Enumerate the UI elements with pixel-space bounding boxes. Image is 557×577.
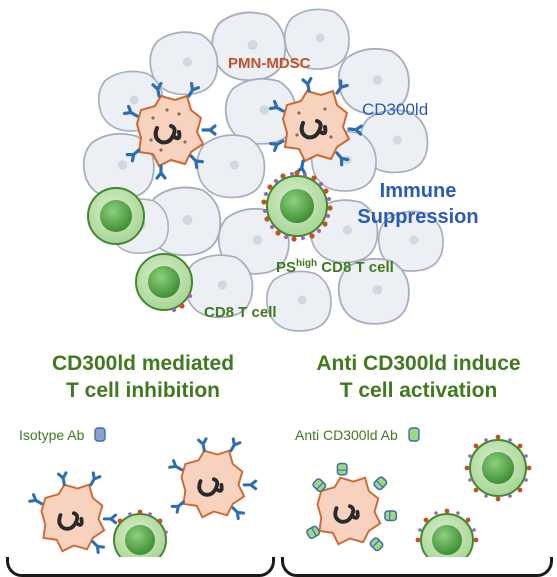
right-heading-line1: Anti CD300ld induce	[316, 352, 521, 375]
ps-prefix: PS	[276, 259, 297, 276]
isotype-ab-text: Isotype Ab	[19, 427, 85, 443]
left-panel-art	[28, 437, 258, 557]
pmn-mdsc-label: PMN-MDSC	[228, 55, 311, 72]
cd8-t-cell-label: CD8 T cell	[204, 304, 277, 321]
ps-suffix: CD8 T cell	[317, 259, 394, 276]
left-heading-line1: CD300ld mediated	[51, 352, 235, 375]
isotype-ab-label: Isotype Ab	[19, 427, 106, 443]
pmn-mdsc-cell-2	[269, 76, 363, 176]
cd8-t-cell-free	[87, 187, 145, 245]
ps-sup: high	[296, 258, 318, 269]
cd8-t-cell-bound	[135, 253, 193, 312]
right-heading: Anti CD300ld induce T cell activation	[280, 350, 557, 404]
anti-cd300ld-ab-text: Anti CD300ld Ab	[295, 427, 398, 443]
diagram-canvas	[28, 8, 532, 557]
pmn-mdsc-cell-1	[123, 81, 217, 180]
immune-suppression-line1: Immune	[379, 180, 457, 202]
ps-high-t-cell	[261, 170, 333, 242]
right-panel-art	[305, 434, 532, 557]
immune-suppression-label: Immune Suppression	[343, 178, 493, 230]
left-heading: CD300ld mediated T cell inhibition	[8, 350, 278, 404]
cd300ld-label: CD300ld	[362, 100, 429, 119]
left-heading-line2: T cell inhibition	[66, 379, 220, 402]
isotype-antibody-icon	[94, 427, 106, 442]
ps-high-cd8-label: PShigh CD8 T cell	[276, 258, 394, 276]
right-heading-line2: T cell activation	[339, 379, 498, 402]
anti-cd300ld-ab-label: Anti CD300ld Ab	[295, 427, 420, 443]
anti-cd300ld-antibody-icon	[407, 427, 420, 442]
immune-suppression-line2: Suppression	[357, 206, 479, 228]
